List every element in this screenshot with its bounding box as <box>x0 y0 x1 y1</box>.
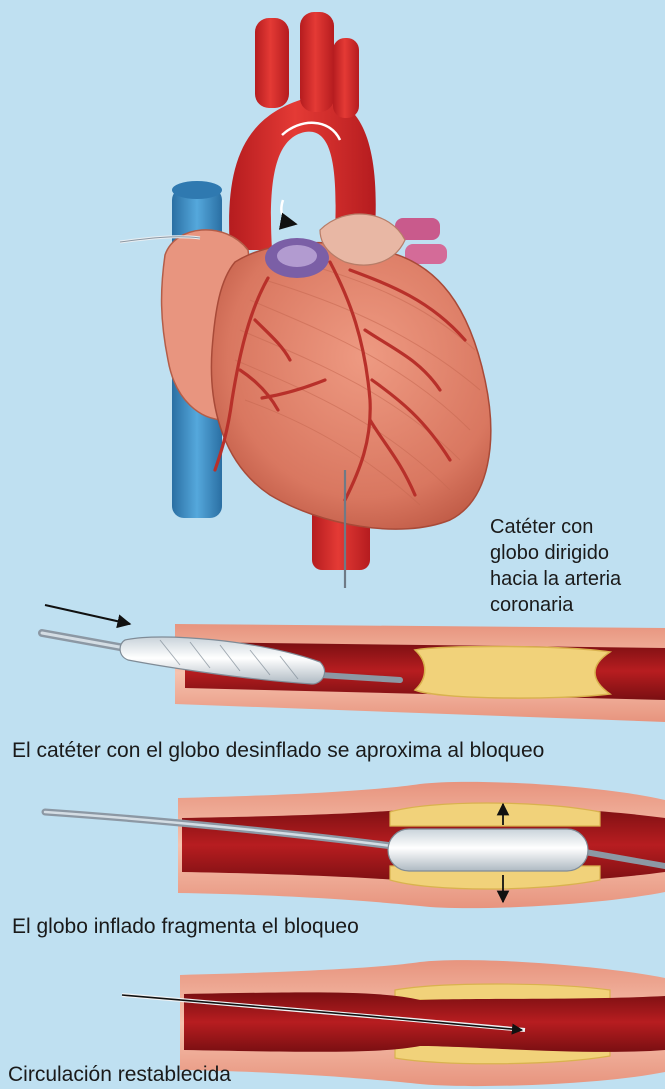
catheter-label-line: Catéter con <box>490 514 621 540</box>
vessel-panel-inflated <box>45 782 665 908</box>
pulmonary-trunk <box>265 238 329 278</box>
catheter-label-line: globo dirigido <box>490 540 621 566</box>
inflated-balloon <box>388 829 588 871</box>
catheter-label-line: hacia la arteria <box>490 566 621 592</box>
catheter-label: Catéter con globo dirigido hacia la arte… <box>490 514 621 618</box>
step3-caption: Circulación restablecida <box>8 1062 231 1088</box>
heart <box>120 12 491 588</box>
step2-caption: El globo inflado fragmenta el bloqueo <box>12 914 359 940</box>
step1-caption: El catéter con el globo desinflado se ap… <box>12 738 544 764</box>
catheter-label-line: coronaria <box>490 592 621 618</box>
direction-arrow <box>45 605 130 624</box>
vessel-panel-approach <box>42 605 665 722</box>
plaque <box>415 646 610 698</box>
